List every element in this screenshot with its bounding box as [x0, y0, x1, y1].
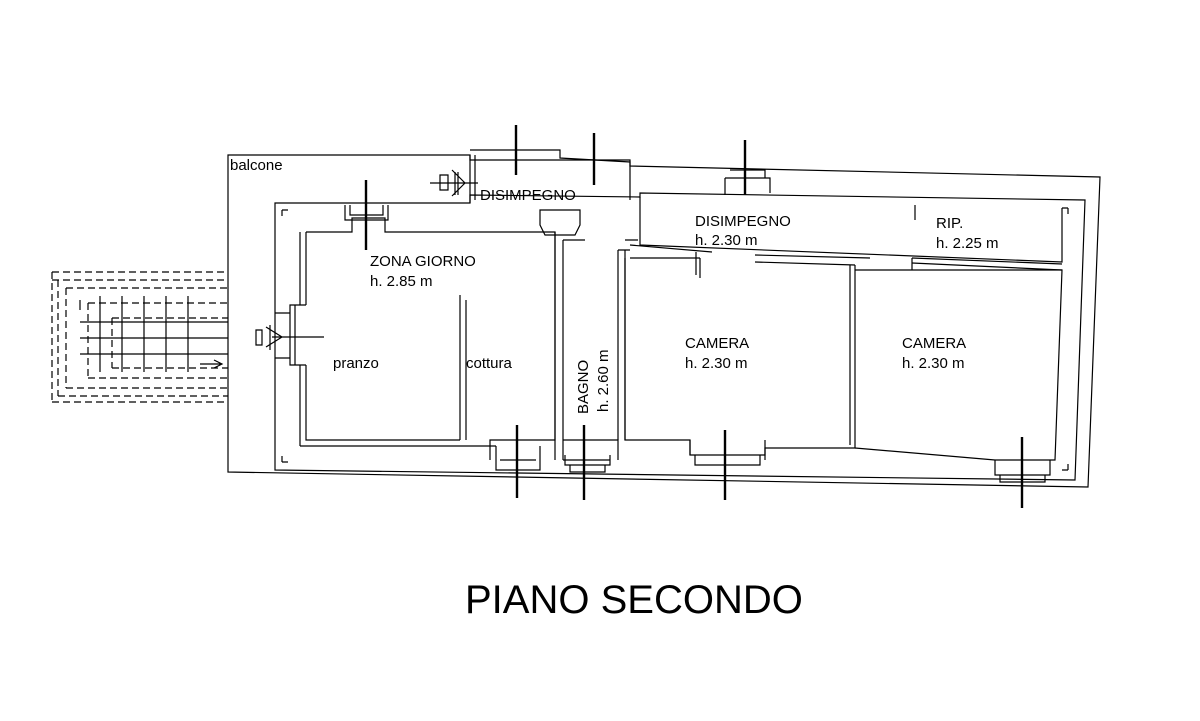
disimpegno-walls — [629, 140, 1063, 278]
label-disimpegno-height: h. 2.30 m — [695, 232, 758, 249]
zona-giorno-walls — [299, 180, 556, 460]
top-entrance — [430, 125, 631, 236]
label-disimpegno-top: DISIMPEGNO — [480, 187, 576, 204]
label-balcone: balcone — [230, 157, 283, 174]
label-camera-2: CAMERA — [902, 335, 966, 352]
label-camera-2-height: h. 2.30 m — [902, 355, 965, 372]
camera-1-walls — [624, 258, 856, 500]
label-camera-1-height: h. 2.30 m — [685, 355, 748, 372]
label-pranzo: pranzo — [333, 355, 379, 372]
label-bagno: BAGNO — [575, 360, 592, 414]
label-ripostiglio: RIP. — [936, 215, 963, 232]
label-disimpegno: DISIMPEGNO — [695, 213, 791, 230]
label-bagno-height: h. 2.60 m — [595, 349, 612, 412]
balcony-outline — [227, 154, 1101, 488]
label-zona-giorno-height: h. 2.85 m — [370, 273, 433, 290]
label-zona-giorno: ZONA GIORNO — [370, 253, 476, 270]
external-stair — [51, 271, 228, 403]
label-camera-1: CAMERA — [685, 335, 749, 352]
label-ripostiglio-height: h. 2.25 m — [936, 235, 999, 252]
camera-2-walls — [854, 269, 1063, 508]
label-cottura: cottura — [466, 355, 513, 372]
kitchen-partition — [495, 425, 541, 498]
plan-title: PIANO SECONDO — [465, 578, 803, 622]
entry-door — [255, 304, 324, 366]
